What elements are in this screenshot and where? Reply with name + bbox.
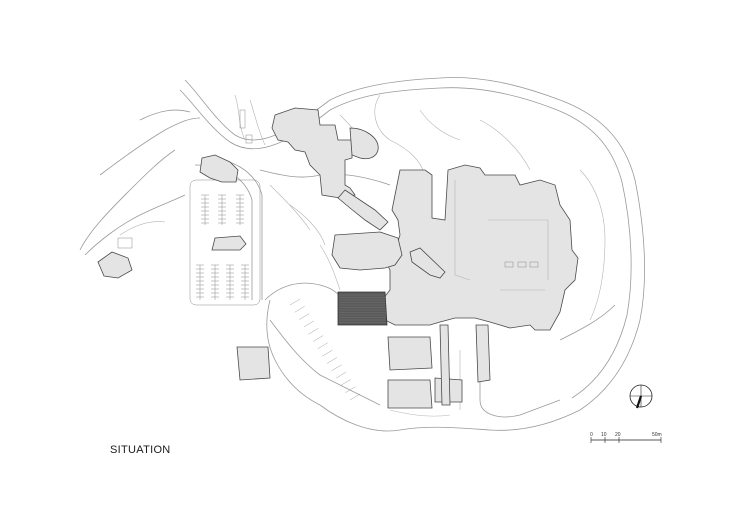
scale-tick-50m: 50m [652,432,662,438]
building-south-strip [475,324,491,383]
building-south-west [236,346,271,381]
scale-bar: 0 10 20 50m [590,432,662,443]
building-west-small-2 [211,235,247,251]
building-south-narrow [439,324,451,406]
scale-tick-10: 10 [601,432,607,438]
building-northwest-wing [349,127,379,160]
building-main-complex [381,164,579,331]
building-west-small-1 [199,154,239,183]
building-highlighted [337,291,388,326]
buildings [97,107,579,409]
scale-tick-0: 0 [590,432,593,438]
small-structures [117,109,253,249]
building-link-ne [409,247,446,279]
building-far-west [97,251,133,279]
building-south-2 [387,379,433,409]
ramp-hatch [289,298,361,401]
building-northwest [271,107,356,199]
parking-lot [189,179,261,306]
north-arrow-icon [629,384,653,409]
building-west-block [331,231,403,271]
scale-tick-20: 20 [615,432,621,438]
building-link-diagonal [337,189,389,231]
plan-title: SITUATION [110,444,171,456]
building-south-1 [387,336,433,371]
